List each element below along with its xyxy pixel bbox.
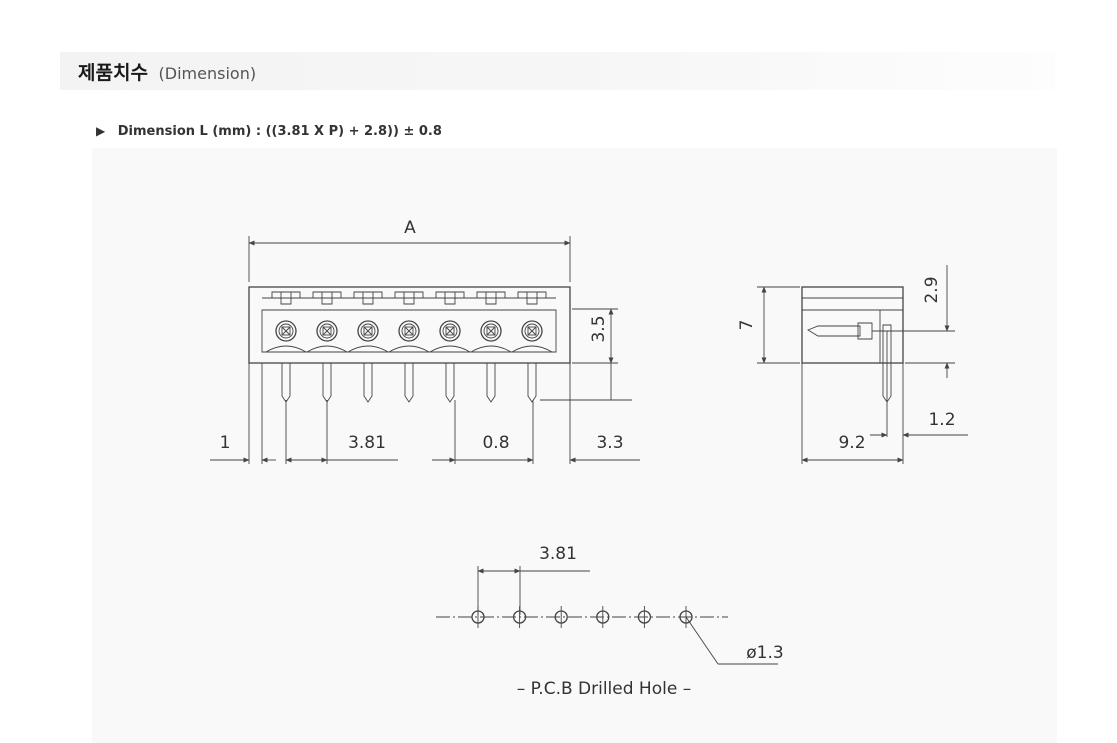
dim-label-a: A	[404, 218, 416, 238]
front-pin-2	[306, 291, 348, 403]
pcb-hole-2	[512, 606, 527, 628]
pcb-view: 3.81 ø1.3 – P.C.B Drilled Hole –	[436, 544, 784, 699]
side-housing	[801, 286, 904, 364]
play-right-icon: ▶	[96, 124, 106, 138]
drawing-panel	[92, 148, 1057, 743]
pcb-hole-5	[637, 606, 652, 628]
connector-inner-body	[261, 309, 557, 353]
side-view: 7 2.9 9.2 1.2	[737, 265, 968, 464]
front-pin-3	[347, 291, 389, 403]
pcb-hole-3	[554, 606, 568, 628]
dimension-formula-text: Dimension L (mm) : ((3.81 X P) + 2.8)) ±…	[117, 124, 442, 139]
front-pins	[265, 291, 553, 403]
pcb-hole-4	[596, 606, 610, 628]
dim-label-2-9: 2.9	[922, 276, 942, 303]
dim-label-3-81: 3.81	[348, 433, 386, 453]
dim-label-1-2: 1.2	[928, 410, 955, 430]
front-pin-6	[470, 291, 512, 403]
pcb-hole-diameter-label: ø1.3	[746, 643, 783, 663]
dim-label-9-2: 9.2	[838, 433, 865, 453]
front-pin-1	[265, 291, 307, 403]
pcb-holes	[471, 606, 693, 628]
pcb-hole-1	[471, 606, 485, 628]
page-title: 제품치수 (Dimension)	[78, 58, 256, 85]
connector-housing	[248, 286, 571, 364]
dim-label-0-8: 0.8	[482, 433, 509, 453]
page-subtitle: (Dimension)	[158, 64, 257, 83]
dim-label-3-5: 3.5	[589, 315, 609, 342]
front-view: A 3.5 1 3.81 0.8	[210, 218, 640, 464]
front-pin-7	[511, 291, 553, 403]
pcb-caption: – P.C.B Drilled Hole –	[517, 679, 691, 699]
front-pin-5	[429, 291, 471, 403]
page-title-text: 제품치수	[78, 62, 148, 84]
dimension-formula: ▶ Dimension L (mm) : ((3.81 X P) + 2.8))…	[96, 124, 442, 139]
title-band	[60, 52, 1055, 90]
dim-label-1: 1	[220, 433, 231, 453]
dim-label-7: 7	[737, 320, 757, 331]
dim-label-3-3: 3.3	[596, 433, 623, 453]
front-pin-4	[388, 291, 430, 403]
pcb-pitch-label: 3.81	[539, 544, 577, 564]
